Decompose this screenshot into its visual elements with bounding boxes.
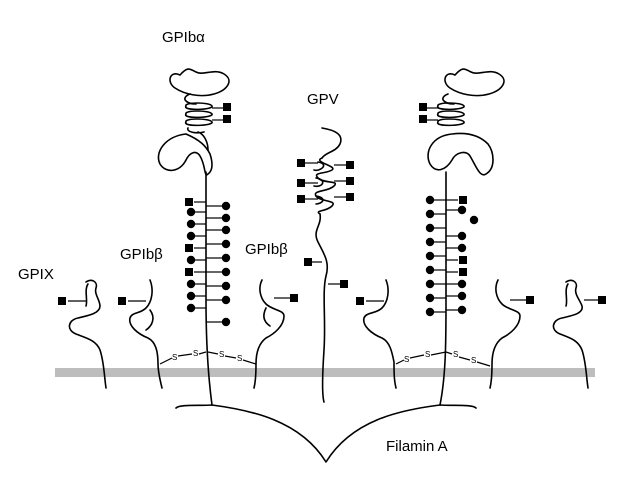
label-gpib-beta-right: GPIbβ xyxy=(245,241,288,258)
label-gpix: GPIX xyxy=(18,266,54,283)
disulfide-s: S xyxy=(219,350,224,359)
disulfide-s: S xyxy=(471,356,476,365)
disulfide-bonds-right: S S S S xyxy=(395,350,491,367)
disulfide-s: S xyxy=(453,350,458,359)
label-filamin-a: Filamin A xyxy=(386,438,448,455)
disulfide-s: S xyxy=(193,349,198,358)
gpib-beta-left xyxy=(118,279,163,389)
filamin-a-brace xyxy=(175,404,477,463)
disulfide-s: S xyxy=(425,350,430,359)
gpix-left xyxy=(58,279,107,389)
gpv-protein xyxy=(297,127,354,403)
label-gpib-alpha: GPIbα xyxy=(162,29,205,46)
gpib-beta-right xyxy=(253,279,298,389)
plasma-membrane xyxy=(55,368,595,377)
gpib-beta-right-pair-right xyxy=(489,279,534,389)
gpix-right xyxy=(552,279,606,389)
disulfide-s: S xyxy=(172,353,177,362)
disulfide-bonds-left: S S S S xyxy=(159,349,257,365)
label-gpv: GPV xyxy=(307,91,339,108)
gpib-alpha-right xyxy=(419,68,505,406)
disulfide-s: S xyxy=(404,355,409,364)
disulfide-s: S xyxy=(237,354,242,363)
gpib-beta-right-pair-left xyxy=(356,279,397,389)
label-gpib-beta-left: GPIbβ xyxy=(120,246,163,263)
gpib-alpha-left xyxy=(157,68,231,406)
